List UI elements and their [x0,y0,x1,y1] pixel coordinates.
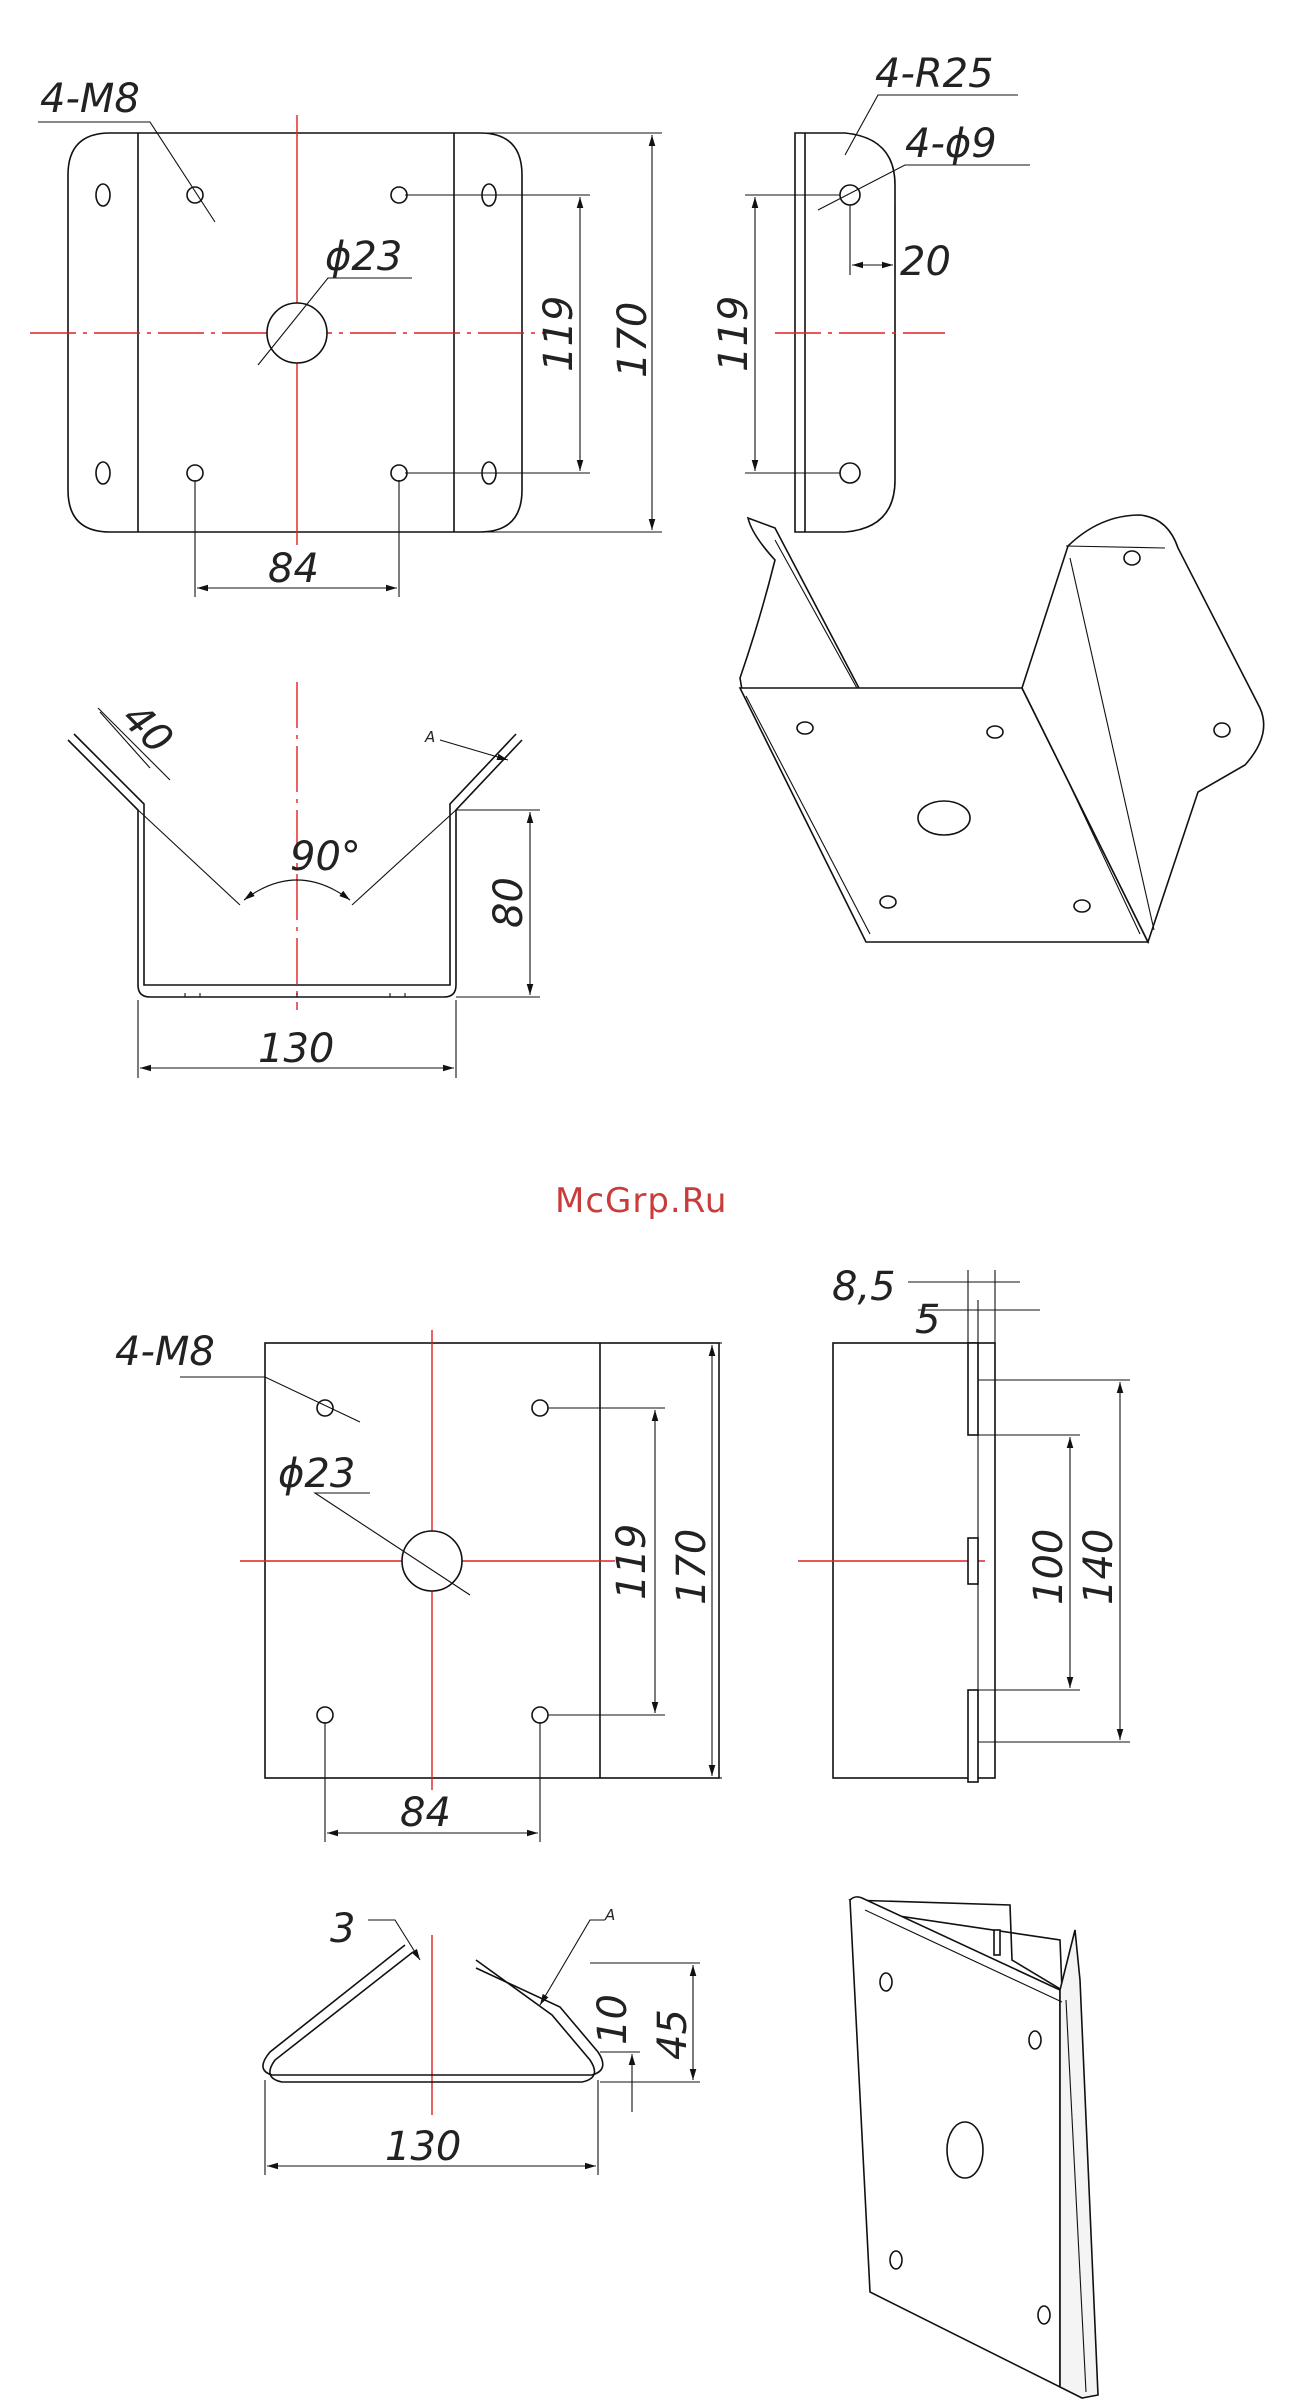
label-hole-spacing-h: 84 [268,546,319,592]
label-width: 130 [385,2124,461,2170]
mount-hole [96,184,110,206]
label-width: 130 [258,1026,334,1072]
label-hole-spacing-h: 84 [400,1790,451,1836]
label-hole-spacing-v: 119 [609,1524,655,1600]
mount-hole [1038,2306,1050,2324]
bracket1-front-view: 4-M8 ϕ23 119 170 84 [30,76,662,597]
thread-hole [317,1707,333,1723]
slot [968,1343,978,1435]
thread-hole [532,1707,548,1723]
label-holes: 4-ϕ9 [905,121,997,167]
label-hole-spacing-v: 119 [536,296,582,372]
mount-hole [1074,900,1090,912]
thread-hole [187,465,203,481]
label-angle: 90° [290,834,361,880]
bracket1-isometric-view [740,515,1264,942]
label-slot-span: 140 [1076,1529,1122,1605]
label-height: 170 [669,1529,715,1605]
label-edge-offset: 20 [900,239,951,285]
label-offset-inner: 5 [915,1297,940,1343]
slot [968,1690,978,1782]
thread-hole [532,1400,548,1416]
label-height: 45 [650,2009,696,2060]
slot [994,1930,1000,1955]
label-center-hole: ϕ23 [278,1451,355,1497]
bracket2-side-view: 8,5 5 100 140 [798,1264,1130,1782]
mount-hole [890,2251,902,2269]
label-slot-spacing: 100 [1026,1529,1072,1605]
mount-hole [880,896,896,908]
label-threads: 4-M8 [40,76,140,122]
slot [968,1538,978,1584]
bracket2-isometric-view [850,1897,1098,2398]
mount-hole [840,463,860,483]
label-detail-mark: A [424,728,435,746]
label-threads: 4-M8 [115,1329,215,1375]
label-depth: 10 [590,1994,636,2045]
center-hole [947,2122,983,2178]
angle-leg [138,810,240,905]
bracket1-iso-left-flange [740,518,860,700]
angle-leg [352,810,456,905]
label-height: 80 [486,877,532,928]
mount-hole [1214,723,1230,737]
mount-hole [987,726,1003,738]
label-thickness: 3 [330,1906,355,1952]
label-height: 170 [610,302,656,378]
mount-hole [1124,551,1140,565]
bracket2-profile-inner [263,1945,603,2075]
label-offset-outer: 8,5 [832,1264,896,1310]
leader-detail [440,740,508,760]
label-hole-spacing-v: 119 [711,296,757,372]
label-radius: 4-R25 [875,51,994,97]
mount-hole [880,1973,892,1991]
mount-hole [840,185,860,205]
label-flange: 40 [113,695,182,764]
center-hole [267,303,327,363]
bracket2-profile-view: 3 A 10 45 130 [263,1906,700,2175]
label-center-hole: ϕ23 [325,234,402,280]
watermark: McGrp.Ru [555,1181,727,1221]
center-hole [918,801,970,835]
thread-hole [391,187,407,203]
center-hole [402,1531,462,1591]
bracket1-profile-view: 90° 40 A 80 130 [68,682,540,1078]
mount-hole [797,722,813,734]
thread-hole [391,465,407,481]
mount-hole [1029,2031,1041,2049]
label-detail-mark: A [604,1906,615,1924]
bracket1-side-view: 4-R25 4-ϕ9 20 119 [711,51,1030,532]
mount-hole [96,462,110,484]
bracket2-front-view: 4-M8 ϕ23 119 170 84 [115,1329,722,1842]
